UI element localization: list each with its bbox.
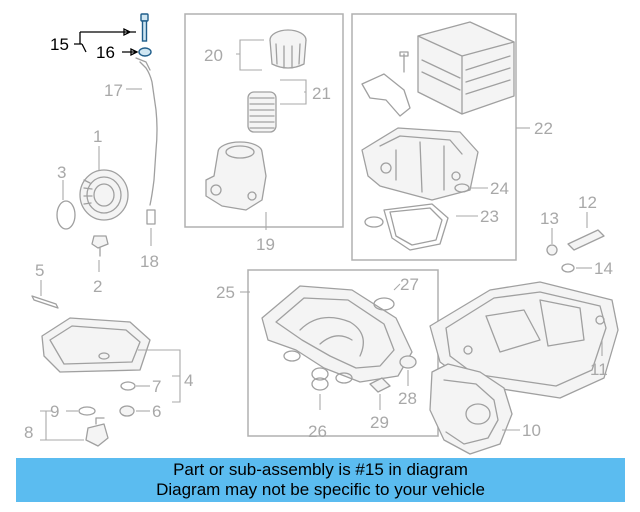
- callout-18[interactable]: 18: [140, 252, 159, 271]
- oil-level-sensor-part-8: [85, 417, 109, 447]
- callout-15[interactable]: 15: [50, 35, 69, 54]
- callout-leader-15: [74, 27, 136, 53]
- callout-10[interactable]: 10: [522, 421, 541, 440]
- intake-manifold-part-25: [261, 285, 413, 384]
- callout-4[interactable]: 4: [184, 371, 193, 390]
- seal-part-7: [120, 381, 136, 391]
- callout-1[interactable]: 1: [93, 127, 102, 146]
- parts-diagram: 15 16 17 18 1 3 2 5 4 7 6 9: [24, 13, 619, 455]
- filter-element-part-21: [247, 91, 277, 133]
- banner-line-disclaimer: Diagram may not be specific to your vehi…: [156, 480, 485, 499]
- seal-part-24: [454, 183, 470, 193]
- callout-19[interactable]: 19: [256, 235, 275, 254]
- callout-3[interactable]: 3: [57, 163, 66, 182]
- callout-16[interactable]: 16: [96, 43, 115, 62]
- callout-23[interactable]: 23: [480, 207, 499, 226]
- callout-25[interactable]: 25: [216, 283, 235, 302]
- oil-cooler-part-22: [361, 21, 515, 117]
- seal-ring-part-16[interactable]: [138, 47, 152, 57]
- callout-21[interactable]: 21: [312, 84, 331, 103]
- gasket-part-29: [369, 377, 391, 393]
- bolt-part-15[interactable]: [140, 13, 149, 42]
- callout-14[interactable]: 14: [594, 259, 613, 278]
- callout-27[interactable]: 27: [400, 275, 419, 294]
- crank-pulley-part-1: [79, 169, 129, 221]
- callout-leader-16: [122, 47, 139, 57]
- group-box-oil-cooler: [351, 13, 517, 261]
- seal-part-27: [373, 297, 395, 311]
- callout-29[interactable]: 29: [370, 413, 389, 432]
- banner-line-part-number: Part or sub-assembly is #15 in diagram: [173, 460, 468, 479]
- gasket-part-5: [31, 295, 59, 309]
- dipstick-tube-part-18: [139, 61, 158, 206]
- info-banner: Part or sub-assembly is #15 in diagram D…: [16, 458, 625, 502]
- callout-7[interactable]: 7: [152, 377, 161, 396]
- plug-part-6: [119, 405, 135, 417]
- callout-9[interactable]: 9: [50, 402, 59, 421]
- callout-26[interactable]: 26: [308, 422, 327, 441]
- bolt-part-2: [91, 235, 109, 257]
- group-box-oil-filter: [184, 13, 344, 228]
- sensor-part-12: [567, 229, 605, 251]
- callout-22[interactable]: 22: [534, 119, 553, 138]
- callout-8[interactable]: 8: [24, 423, 33, 442]
- oil-pan-lower-part-4: [41, 317, 151, 373]
- oil-pump-part-10: [429, 363, 513, 455]
- seal-part-26: [311, 367, 329, 391]
- plug-part-13: [546, 244, 558, 256]
- filter-cap-part-20: [269, 29, 307, 69]
- callout-17[interactable]: 17: [104, 81, 123, 100]
- callout-28[interactable]: 28: [398, 389, 417, 408]
- callout-5[interactable]: 5: [35, 261, 44, 280]
- seal-part-3: [56, 200, 76, 230]
- plug-part-28: [399, 355, 417, 369]
- oil-pan-upper-part-11: [429, 281, 619, 399]
- callout-12[interactable]: 12: [578, 193, 597, 212]
- callout-2[interactable]: 2: [93, 277, 102, 296]
- callout-6[interactable]: 6: [152, 402, 161, 421]
- housing-part: [361, 127, 479, 201]
- callout-20[interactable]: 20: [204, 46, 223, 65]
- callout-11[interactable]: 11: [590, 360, 608, 379]
- callout-13[interactable]: 13: [540, 209, 559, 228]
- gasket-part-23: [364, 203, 449, 251]
- seal-part-9: [78, 406, 96, 416]
- seal-part-14: [561, 263, 575, 273]
- callout-24[interactable]: 24: [490, 179, 509, 198]
- oil-filter-housing-part-19: [205, 141, 267, 211]
